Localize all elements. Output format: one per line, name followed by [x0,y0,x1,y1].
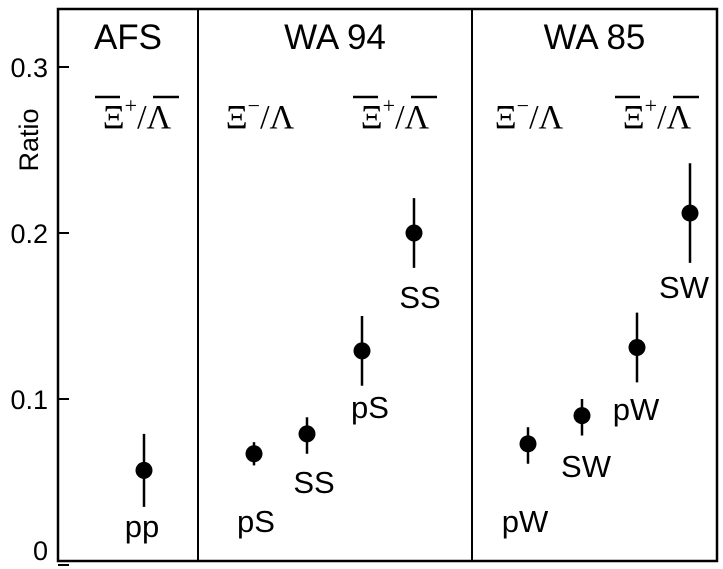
ratio-denominator: /Λ [260,99,294,136]
y-tick-label: 0 [33,536,48,566]
particle-ratio-label: Ξ−/Λ [495,93,564,136]
data-point [519,435,537,453]
particle-symbol: Ξ [103,99,125,136]
point-label: SW [561,449,612,484]
particle-ratio-label: Ξ+/Λ [103,93,172,136]
particle-ratio-label: Ξ−/Λ [226,93,295,136]
panel-title: WA 85 [544,18,646,57]
y-axis: Ratio 0 0.1 0.2 0.3 [10,53,69,566]
data-point [245,445,263,463]
panel-title: WA 94 [284,18,386,57]
plot-frame [56,7,719,563]
data-point [405,224,423,242]
point-label: pS [351,390,389,425]
data-point [135,461,153,479]
y-tick-label: 0.3 [10,53,48,83]
point-label: pp [125,509,159,544]
particle-symbol: Ξ [495,99,517,136]
particle-symbol: Ξ [361,99,383,136]
particle-ratio-label: Ξ+/Λ [623,93,692,136]
point-label: SW [659,270,710,305]
ratio-denominator: /Λ [529,99,563,136]
ratio-denominator: /Λ [137,99,171,136]
y-tick-label: 0.2 [10,219,48,249]
data-point [681,204,699,222]
particle-symbol: Ξ [623,99,645,136]
point-label: SS [399,280,440,315]
point-label: pW [613,392,660,427]
y-axis-label: Ratio [14,108,44,171]
particle-symbol: Ξ [226,99,248,136]
particle-ratio-label: Ξ+/Λ [361,93,430,136]
data-point [628,339,646,357]
panel-title: AFS [94,18,162,57]
point-label: pW [502,504,549,539]
charge-superscript: + [645,93,657,118]
point-label: pS [237,504,275,539]
charge-superscript: − [517,93,529,118]
point-label: SS [293,465,334,500]
data-point [353,342,371,360]
data-point [298,425,316,443]
charge-superscript: + [125,93,137,118]
ratio-denominator: /Λ [657,99,691,136]
y-tick-label: 0.1 [10,385,48,415]
charge-superscript: − [248,93,260,118]
ratio-denominator: /Λ [395,99,429,136]
panel-afs: AFS Ξ+/Λ pp [94,18,179,544]
data-point [573,407,591,425]
plot-border [56,7,719,563]
charge-superscript: + [383,93,395,118]
